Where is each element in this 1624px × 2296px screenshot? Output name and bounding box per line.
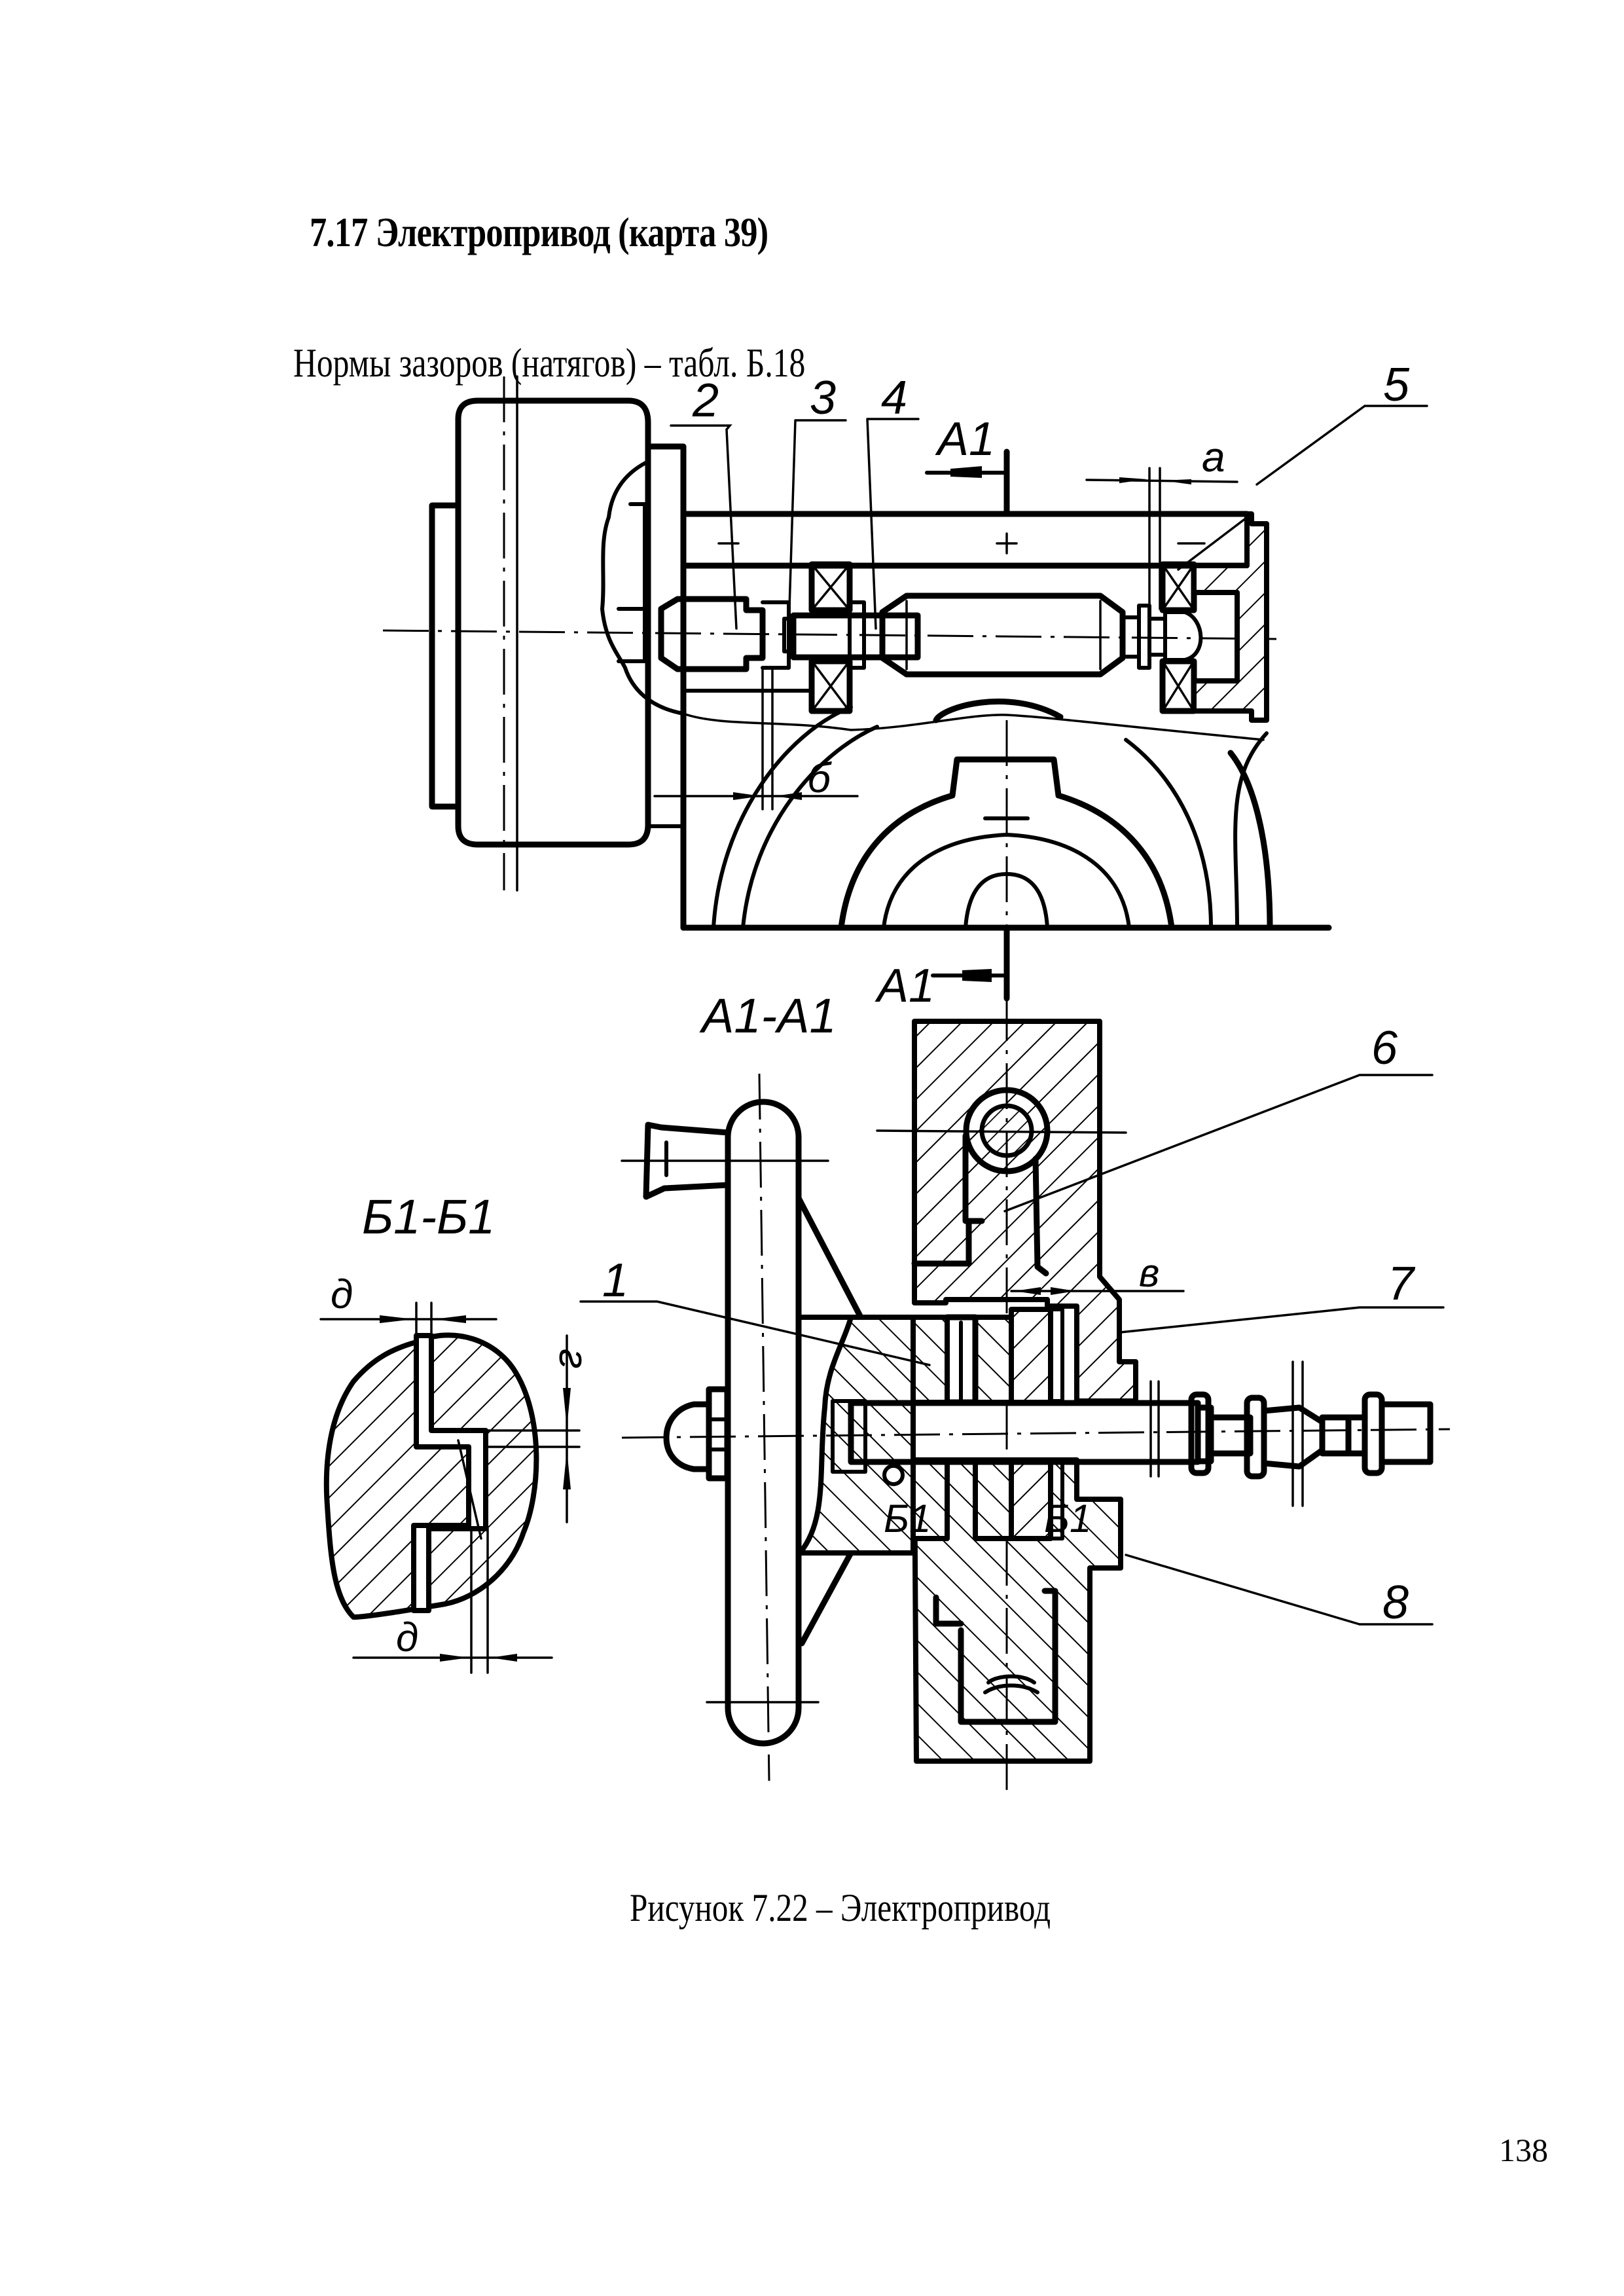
section-mark-a1-text: A1 bbox=[935, 413, 995, 465]
gap-label-v: в bbox=[1139, 1251, 1159, 1295]
worm-wheel bbox=[680, 699, 1332, 931]
part-label-6: 6 bbox=[1003, 1022, 1434, 1212]
part-number-7: 7 bbox=[1388, 1258, 1416, 1310]
motor bbox=[429, 375, 687, 931]
clearance-norms-reference: Нормы зазоров (натягов) – табл. Б.18 bbox=[293, 341, 806, 386]
gearbox-housing bbox=[680, 511, 1265, 741]
section-a1-a1: A1-A1 bbox=[579, 989, 1451, 1797]
part-label-8: 8 bbox=[1125, 1554, 1434, 1629]
section-title: 7.17 Электропривод (карта 39) bbox=[310, 209, 768, 255]
part-number-5: 5 bbox=[1383, 359, 1410, 411]
part-number-8: 8 bbox=[1382, 1576, 1409, 1629]
part-label-3: 3 bbox=[787, 372, 847, 630]
part-label-4: 4 bbox=[866, 372, 920, 630]
part-number-6: 6 bbox=[1371, 1022, 1398, 1074]
end-cap bbox=[1191, 511, 1269, 723]
part-label-1: 1 bbox=[579, 1254, 931, 1366]
output-shaft bbox=[621, 1360, 1451, 1507]
section-mark-a1-bottom: A1 bbox=[875, 924, 1010, 1012]
section-mark-a1-text-lower: A1 bbox=[875, 960, 935, 1012]
gap-b: б bbox=[653, 666, 859, 811]
hub-nut bbox=[663, 1386, 731, 1482]
gap-label-d-bottom: д bbox=[396, 1615, 418, 1660]
figure-caption: Рисунок 7.22 – Электропривод bbox=[630, 1886, 1051, 1929]
clutch-members bbox=[911, 1307, 1064, 1541]
gap-g: г bbox=[484, 1334, 596, 1523]
page-number: 138 bbox=[1499, 2132, 1548, 2168]
bearing-left bbox=[808, 561, 853, 714]
part-number-3: 3 bbox=[810, 372, 836, 424]
cut-mark-b1-right: Б1 bbox=[1044, 1497, 1091, 1540]
top-view: 2 3 4 A1 а 5 б bbox=[382, 359, 1428, 1012]
section-a1-title: A1-A1 bbox=[699, 989, 837, 1043]
section-b1-title: Б1-Б1 bbox=[362, 1190, 495, 1244]
gap-label-a: а bbox=[1202, 433, 1225, 481]
section-b1-b1: Б1-Б1 д г д bbox=[319, 1190, 596, 1674]
part-label-7: 7 bbox=[1119, 1258, 1445, 1334]
cut-mark-b1-left: Б1 bbox=[884, 1497, 931, 1540]
worm-shaft bbox=[790, 592, 1167, 678]
gap-d-top: д bbox=[319, 1272, 497, 1343]
section-mark-a1-top: A1 bbox=[925, 413, 1010, 515]
gap-a: а bbox=[1085, 433, 1238, 610]
gap-label-d-top: д bbox=[331, 1272, 353, 1317]
cut-marks-b1: Б1 Б1 bbox=[884, 1497, 1091, 1540]
handwheel bbox=[621, 1073, 864, 1781]
gap-label-g: г bbox=[550, 1349, 596, 1369]
part-label-5: 5 bbox=[1177, 359, 1428, 571]
part-number-1: 1 bbox=[602, 1254, 628, 1307]
part-label-2: 2 bbox=[670, 374, 738, 630]
shaft-axis bbox=[382, 629, 1277, 640]
part-number-2: 2 bbox=[692, 374, 719, 427]
gap-d-bottom: д bbox=[352, 1527, 553, 1674]
gap-v: в bbox=[1010, 1251, 1185, 1295]
clutch-housing bbox=[876, 995, 1138, 1797]
gap-label-b: б bbox=[807, 754, 832, 801]
part-number-4: 4 bbox=[881, 372, 907, 424]
